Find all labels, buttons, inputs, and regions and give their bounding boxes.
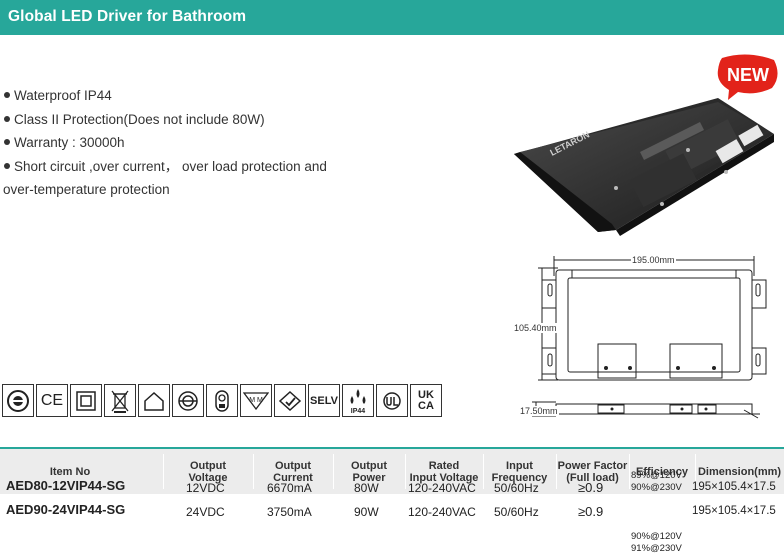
- width-dimension-label: 195.00mm: [631, 255, 676, 265]
- cell-item-no: AED90-24VIP44-SG: [6, 502, 126, 517]
- cell-output-voltage: 12VDC: [186, 481, 225, 495]
- selv-icon: SELV: [308, 384, 340, 417]
- cell-power-factor: ≥0.9: [578, 480, 604, 495]
- cell-dimension: 195×105.4×17.5: [692, 481, 776, 493]
- cell-efficiency-line1: 89%@120V: [631, 470, 682, 481]
- ce-icon: CE: [36, 384, 68, 417]
- cell-frequency: 50/60Hz: [494, 481, 539, 495]
- bullet-icon: [4, 162, 10, 169]
- page-title: Global LED Driver for Bathroom: [8, 8, 247, 25]
- cell-output-voltage: 24VDC: [186, 505, 225, 519]
- ccc-mark-icon: [2, 384, 34, 417]
- feature-item: Short circuit ,over current， over load p…: [3, 155, 363, 179]
- cell-input-voltage: 120-240VAC: [408, 505, 476, 519]
- col-header-efficiency: Efficiency: [636, 465, 688, 478]
- cell-dimension: 195×105.4×17.5: [692, 505, 776, 517]
- ip44-icon: IP44: [342, 384, 374, 417]
- weee-bin-icon: [104, 384, 136, 417]
- col-header-item-no: Item No: [49, 465, 91, 478]
- new-badge-text: NEW: [727, 65, 769, 85]
- bullet-icon: [4, 92, 10, 99]
- cell-efficiency-line2: 90%@230V: [631, 482, 682, 493]
- class-ii-circle-icon: [172, 384, 204, 417]
- cell-power-factor: ≥0.9: [578, 504, 604, 519]
- svg-text:IP44: IP44: [351, 408, 366, 415]
- technical-drawing: 195.00mm 105.40mm 17.50mm: [512, 248, 784, 426]
- cell-efficiency-line1: 90%@120V: [631, 531, 682, 542]
- bullet-icon: [4, 115, 10, 122]
- cell-efficiency-line2: 91%@230V: [631, 543, 682, 554]
- depth-dimension-label: 17.50mm: [519, 406, 559, 416]
- cell-input-voltage: 120-240VAC: [408, 481, 476, 495]
- ul-icon: [376, 384, 408, 417]
- double-square-icon: [70, 384, 102, 417]
- mm-icon: M M: [240, 384, 272, 417]
- feature-item: Waterproof IP44: [3, 84, 363, 108]
- col-header-dimension: Dimension(mm): [697, 465, 782, 478]
- bullet-icon: [4, 139, 10, 146]
- cell-output-current: 6670mA: [267, 481, 312, 495]
- cell-output-power: 90W: [354, 505, 379, 519]
- feature-item-continued: over-temperature protection: [3, 182, 170, 197]
- header-bar: Global LED Driver for Bathroom: [0, 0, 784, 35]
- svg-text:M M: M M: [249, 397, 263, 404]
- feature-item: Warranty : 30000h: [3, 131, 363, 155]
- cell-output-power: 80W: [354, 481, 379, 495]
- lamp-icon: [206, 384, 238, 417]
- rcm-icon: [274, 384, 306, 417]
- cell-frequency: 50/60Hz: [494, 505, 539, 519]
- product-image: LETARON: [512, 92, 784, 238]
- feature-list: Waterproof IP44 Class II Protection(Does…: [3, 84, 363, 202]
- col-header-power-factor: Power Factor(Full load): [557, 459, 628, 484]
- new-badge: NEW: [714, 54, 780, 100]
- height-dimension-label: 105.40mm: [513, 323, 558, 333]
- cell-item-no: AED80-12VIP44-SG: [6, 478, 126, 493]
- ukca-icon: UK CA: [410, 384, 442, 417]
- certification-row: CE M M SELV IP44 UK CA: [2, 384, 442, 417]
- house-icon: [138, 384, 170, 417]
- cell-output-current: 3750mA: [267, 505, 312, 519]
- feature-item: Class II Protection(Does not include 80W…: [3, 108, 363, 132]
